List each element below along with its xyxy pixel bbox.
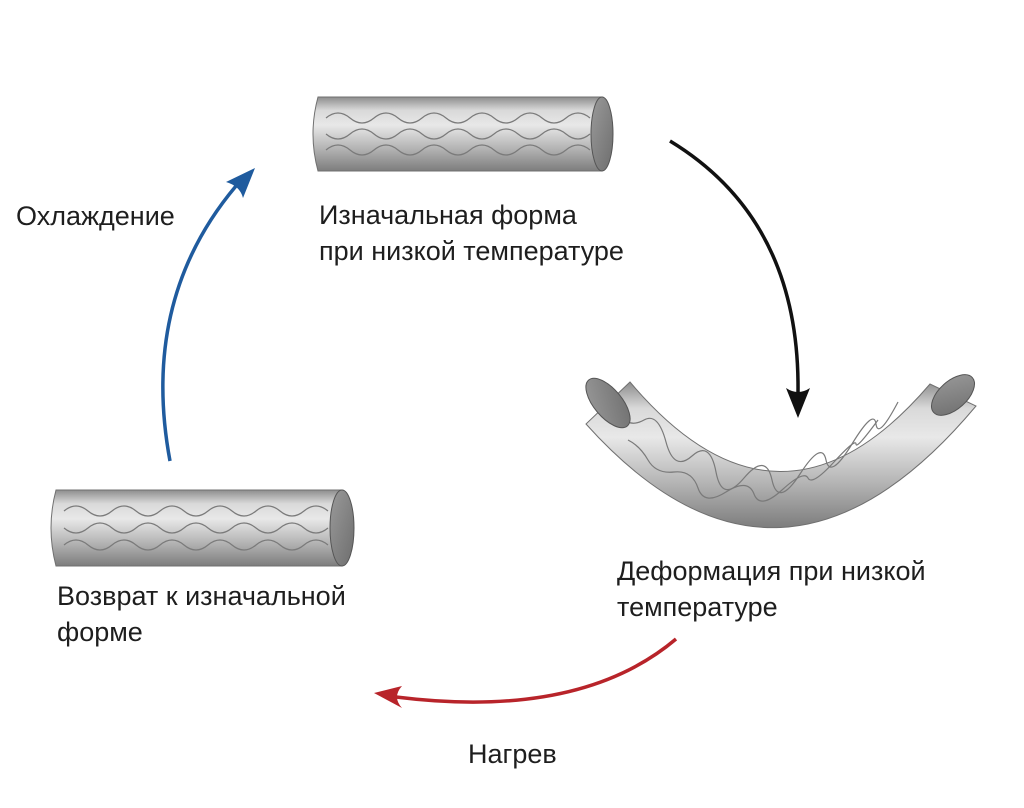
deformed-shape-caption-line-1: Деформация при низкой — [617, 556, 926, 586]
original-shape-caption-line-1: Изначальная форма — [319, 200, 577, 230]
original-shape-caption: Изначальная форма при низкой температуре — [319, 197, 624, 269]
recovered-shape-caption-line-1: Возврат к изначальной — [57, 581, 346, 611]
original-shape-tube — [312, 96, 614, 172]
recovered-shape-tube — [50, 489, 355, 567]
recovered-shape-caption-line-2: форме — [57, 617, 143, 647]
original-shape-caption-line-2: при низкой температуре — [319, 236, 624, 266]
deformed-shape-caption-line-2: температуре — [617, 592, 778, 622]
deformed-shape-caption: Деформация при низкой температуре — [617, 553, 926, 625]
heating-arrow — [374, 637, 678, 708]
deformed-shape-tube — [585, 374, 977, 529]
recovered-shape-caption: Возврат к изначальной форме — [57, 578, 346, 650]
cooling-arrow — [161, 168, 255, 462]
heating-label: Нагрев — [468, 739, 557, 769]
cooling-label: Охлаждение — [16, 201, 175, 231]
deformation-arrow — [669, 139, 810, 418]
